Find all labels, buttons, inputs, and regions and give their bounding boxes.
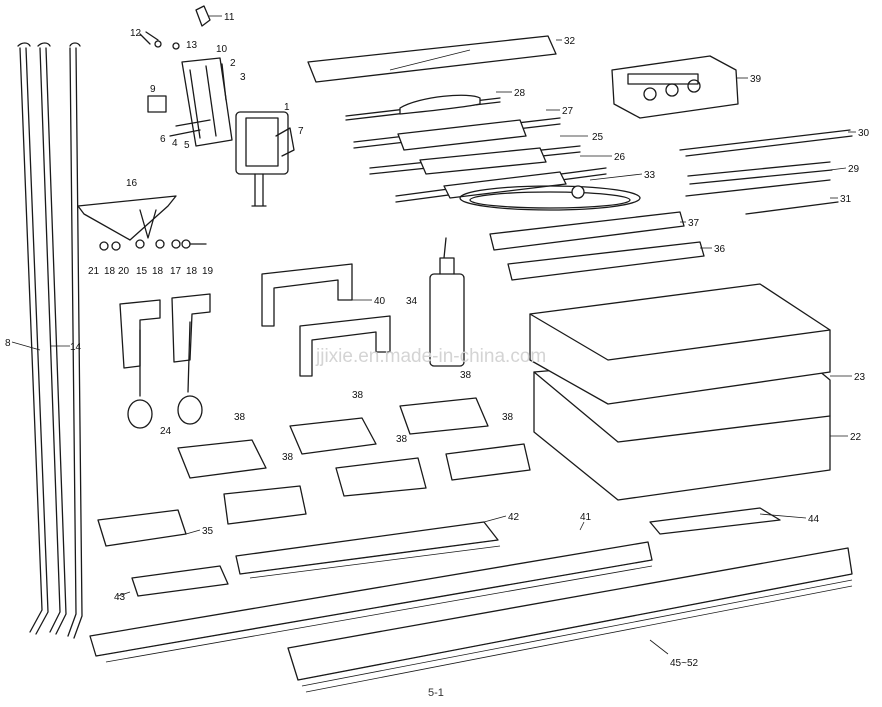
label-30: 30 [858, 128, 870, 139]
label-33: 33 [644, 170, 656, 181]
label-18b: 18 [152, 266, 164, 277]
label-26: 26 [614, 152, 626, 163]
label-38b: 38 [282, 452, 294, 463]
label-27: 27 [562, 106, 574, 117]
part-number-labels: 1 2 3 4 5 6 7 8 9 10 11 12 13 14 15 16 1… [5, 12, 870, 669]
needle-combs-parts-36-37 [489, 211, 705, 281]
label-44: 44 [808, 514, 820, 525]
label-14: 14 [70, 342, 82, 353]
long-rods-part-8-14 [11, 42, 83, 639]
bracket-supports-part-40 [261, 263, 391, 377]
label-19: 19 [202, 266, 214, 277]
label-41: 41 [580, 512, 592, 523]
carriage-mechanism-parts-1-13 [139, 5, 295, 207]
label-11: 11 [224, 12, 235, 23]
transfer-tools-parts-25-28 [345, 94, 607, 203]
label-35: 35 [202, 526, 214, 537]
leader-lines [117, 15, 856, 655]
label-37: 37 [688, 218, 700, 229]
small-tools-parts-35-43-44 [97, 507, 781, 597]
label-10: 10 [216, 44, 228, 55]
label-12: 12 [130, 28, 142, 39]
label-39: 39 [750, 74, 762, 85]
label-24: 24 [160, 426, 172, 437]
table-clamps-part-24 [119, 293, 211, 429]
label-13: 13 [186, 40, 198, 51]
label-38f: 38 [502, 412, 514, 423]
cast-on-combs-parts-41-42 [89, 521, 653, 663]
oil-bottle-part-34 [429, 237, 465, 367]
plate-and-washers-parts-15-21 [77, 195, 207, 251]
watermark-text: jjixie.en.made-in-china.com [315, 346, 546, 367]
label-1: 1 [284, 102, 290, 113]
cable-part-33 [459, 185, 641, 211]
label-38c: 38 [352, 390, 364, 401]
label-43: 43 [114, 592, 126, 603]
latch-tools-parts-29-31 [679, 129, 853, 215]
label-31: 31 [840, 194, 852, 205]
label-40: 40 [374, 296, 386, 307]
label-5: 5 [184, 140, 190, 151]
label-38a: 38 [234, 412, 246, 423]
page-footer: 5-1 [428, 687, 444, 699]
label-15: 15 [136, 266, 148, 277]
rulers-parts-45-52 [287, 547, 853, 693]
label-20: 20 [118, 266, 130, 277]
storage-case-parts-22-23 [529, 283, 831, 501]
label-18c: 18 [186, 266, 198, 277]
label-3: 3 [240, 72, 246, 83]
label-38d: 38 [396, 434, 408, 445]
label-36: 36 [714, 244, 726, 255]
label-21: 21 [88, 266, 100, 277]
label-4: 4 [172, 138, 178, 149]
label-8: 8 [5, 338, 11, 349]
label-38e: 38 [460, 370, 472, 381]
label-17: 17 [170, 266, 182, 277]
label-7: 7 [298, 126, 304, 137]
label-34: 34 [406, 296, 418, 307]
row-counter-part-39 [611, 55, 739, 119]
label-32: 32 [564, 36, 576, 47]
clear-sheet-part-32 [307, 35, 557, 83]
label-29: 29 [848, 164, 860, 175]
label-2: 2 [230, 58, 236, 69]
label-45-52: 45~52 [670, 658, 699, 669]
label-23: 23 [854, 372, 866, 383]
label-6: 6 [160, 134, 166, 145]
weights-part-38 [177, 397, 531, 525]
label-28: 28 [514, 88, 526, 99]
label-42: 42 [508, 512, 520, 523]
label-16: 16 [126, 178, 138, 189]
label-25: 25 [592, 132, 604, 143]
label-9: 9 [150, 84, 156, 95]
label-22: 22 [850, 432, 862, 443]
label-18a: 18 [104, 266, 116, 277]
